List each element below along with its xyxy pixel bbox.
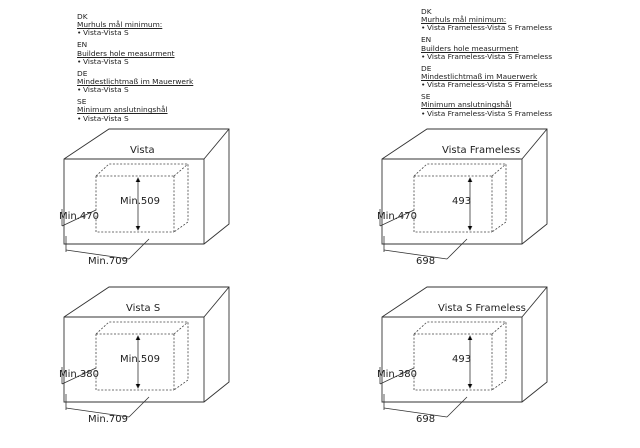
panel-vista-frameless: Vista Frameless 493 Min.470 698: [377, 128, 548, 267]
panel-title: Vista S: [126, 303, 160, 314]
note-item: Vista Frameless-Vista S Frameless: [421, 24, 552, 33]
note-item: Vista-Vista S: [77, 57, 193, 66]
lang-code: EN: [421, 35, 432, 45]
panel-title: Vista S Frameless: [438, 303, 526, 314]
height-dimension: [467, 335, 473, 389]
height-label: Min.509: [120, 354, 160, 365]
outer-box: [63, 286, 230, 403]
lang-code: DK: [77, 12, 88, 21]
height-dimension: [467, 177, 473, 231]
note-en: EN Builders hole measurment Vista Framel…: [421, 35, 552, 62]
depth-label: Min.380: [59, 369, 99, 380]
width-dimension: [65, 394, 150, 418]
height-dimension: [135, 335, 141, 389]
note-item: Vista-Vista S: [77, 114, 193, 123]
depth-dimension: [379, 209, 415, 227]
lang-code: SE: [77, 97, 87, 107]
width-label: Min.709: [88, 256, 128, 267]
lang-code: EN: [77, 40, 88, 50]
height-label: 493: [452, 354, 471, 365]
note-heading: Builders hole measurment: [77, 48, 175, 58]
panel-vista-s-frameless: Vista S Frameless 493 Min.380 698: [377, 286, 548, 425]
lang-code: DK: [421, 7, 432, 16]
note-item: Vista-Vista S: [77, 86, 193, 95]
width-dimension: [383, 394, 468, 418]
note-item: Vista-Vista S: [77, 29, 193, 38]
note-heading: Mindestlichtmaß im Mauerwerk: [421, 72, 538, 82]
notes-left: DK Murhuls mål minimum: Vista-Vista S EN…: [77, 12, 194, 124]
height-label: 493: [452, 196, 471, 207]
width-dimension: [65, 236, 150, 260]
hole-outline: [413, 321, 507, 391]
note-se: SE Minimum anslutningshål Vista-Vista S: [77, 97, 193, 124]
note-heading: Minimum anslutningshål: [77, 105, 168, 115]
note-dk: DK Murhuls mål minimum: Vista Frameless-…: [421, 7, 552, 33]
height-label: Min.509: [120, 196, 160, 207]
note-heading: Builders hole measurment: [421, 43, 519, 53]
note-item: Vista Frameless-Vista S Frameless: [421, 109, 552, 118]
outer-box: [63, 128, 230, 245]
note-heading: Mindestlichtmaß im Mauerwerk: [77, 77, 194, 87]
hole-outline: [95, 321, 189, 391]
panel-vista-s: Vista S Min.509 Min.380 Min.709: [59, 286, 230, 425]
note-heading: Minimum anslutningshål: [421, 100, 512, 110]
note-item: Vista Frameless-Vista S Frameless: [421, 52, 552, 61]
note-de: DE Mindestlichtmaß im Mauerwerk Vista Fr…: [421, 63, 552, 90]
width-label: Min.709: [88, 414, 128, 425]
depth-dimension: [61, 367, 97, 385]
panel-vista: Vista Min.509 Min.470 Min.709: [59, 128, 230, 267]
outer-box: [381, 286, 548, 403]
note-se: SE Minimum anslutningshål Vista Frameles…: [421, 92, 552, 119]
height-dimension: [135, 177, 141, 231]
note-heading: Murhuls mål minimum:: [421, 15, 507, 25]
panel-title: Vista Frameless: [442, 145, 520, 156]
width-label: 698: [416, 256, 435, 267]
depth-label: Min.470: [59, 211, 99, 222]
note-en: EN Builders hole measurment Vista-Vista …: [77, 40, 193, 67]
depth-label: Min.380: [377, 369, 417, 380]
note-heading: Murhuls mål minimum:: [77, 20, 163, 30]
depth-dimension: [379, 367, 415, 385]
note-dk: DK Murhuls mål minimum: Vista-Vista S: [77, 12, 193, 38]
width-dimension: [383, 236, 468, 260]
lang-code: SE: [421, 92, 431, 102]
outer-box: [381, 128, 548, 245]
notes-right: DK Murhuls mål minimum: Vista Frameless-…: [421, 7, 552, 119]
lang-code: DE: [421, 63, 432, 73]
panel-title: Vista: [130, 145, 155, 156]
lang-code: DE: [77, 68, 88, 78]
note-de: DE Mindestlichtmaß im Mauerwerk Vista-Vi…: [77, 68, 194, 95]
hole-outline: [413, 163, 507, 233]
note-item: Vista Frameless-Vista S Frameless: [421, 81, 552, 90]
width-label: 698: [416, 414, 435, 425]
hole-outline: [95, 163, 189, 233]
depth-label: Min.470: [377, 211, 417, 222]
depth-dimension: [61, 209, 97, 227]
